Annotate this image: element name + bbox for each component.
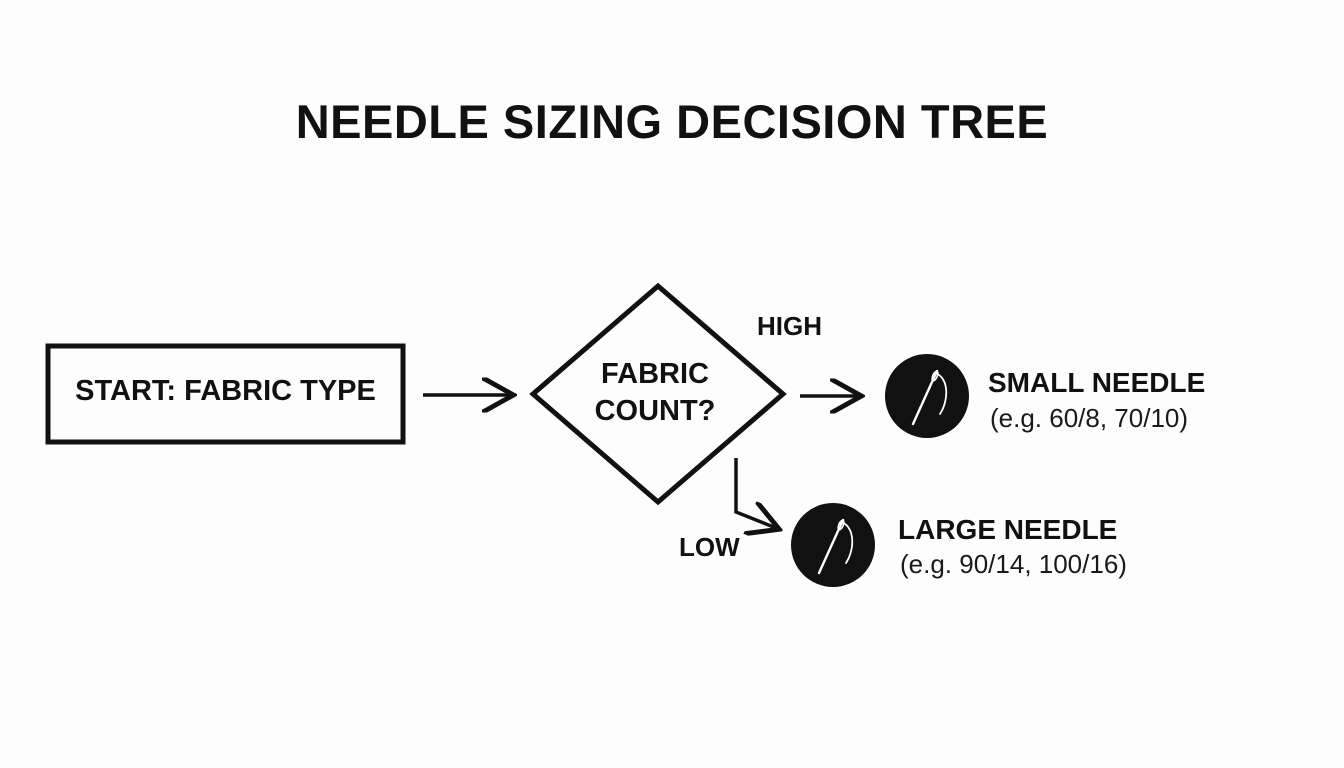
small-needle-title: SMALL NEEDLE xyxy=(988,367,1206,398)
decision-diamond xyxy=(529,282,787,506)
start-node-label: START: FABRIC TYPE xyxy=(75,375,376,407)
small-needle-example: (e.g. 60/8, 70/10) xyxy=(990,403,1189,433)
small-needle-icon xyxy=(885,354,969,438)
large-needle-title: LARGE NEEDLE xyxy=(898,514,1118,545)
decision-node-label: FABRIC COUNT? xyxy=(540,356,770,430)
decision-line-2: COUNT? xyxy=(594,395,716,427)
large-needle-icon xyxy=(791,503,875,587)
arrow-low-branch xyxy=(734,458,776,528)
start-box xyxy=(45,343,406,445)
large-needle-example: (e.g. 90/14, 100/16) xyxy=(900,549,1127,579)
decision-line-1: FABRIC xyxy=(601,358,709,390)
diagram-title: NEEDLE SIZING DECISION TREE xyxy=(295,95,1049,148)
high-branch-label: HIGH xyxy=(757,311,822,341)
low-branch-label: LOW xyxy=(679,532,740,562)
